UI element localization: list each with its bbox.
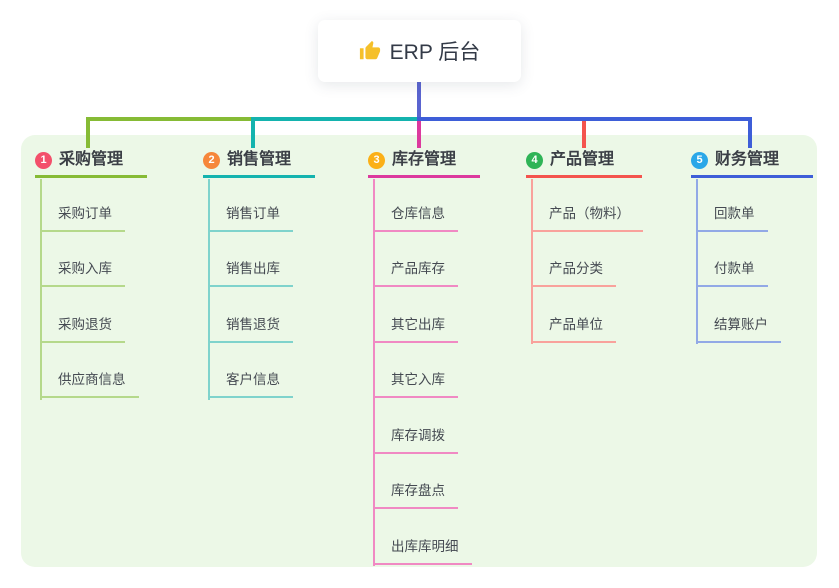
node-product-category[interactable]: 产品分类 [531, 261, 616, 287]
connector-drop-sales [251, 117, 255, 148]
node-sales-return[interactable]: 销售退货 [208, 317, 293, 343]
branch-finance[interactable]: 5 财务管理 [691, 151, 813, 178]
root-node-label: ERP 后台 [389, 41, 481, 64]
node-product-material[interactable]: 产品（物料） [531, 206, 643, 232]
branch-badge-2: 2 [203, 151, 220, 169]
branch-label-inventory: 库存管理 [392, 151, 457, 168]
connector-rail-finance [417, 117, 752, 121]
connector-root-drop [417, 82, 421, 121]
node-receipt-order[interactable]: 回款单 [696, 206, 768, 232]
branch-label-finance: 财务管理 [715, 151, 780, 168]
connector-spine-sales [208, 179, 210, 400]
connector-rail-sales [251, 117, 417, 121]
node-stock-check[interactable]: 库存盘点 [373, 483, 458, 509]
branch-inventory[interactable]: 3 库存管理 [368, 151, 480, 178]
node-purchase-inbound[interactable]: 采购入库 [40, 261, 125, 287]
branch-sales[interactable]: 2 销售管理 [203, 151, 315, 178]
node-warehouse-info[interactable]: 仓库信息 [373, 206, 458, 232]
thumbs-up-icon [359, 40, 381, 62]
node-purchase-order[interactable]: 采购订单 [40, 206, 125, 232]
node-other-inbound[interactable]: 其它入库 [373, 372, 458, 398]
node-purchase-return[interactable]: 采购退货 [40, 317, 125, 343]
branch-label-purchase: 采购管理 [59, 151, 124, 168]
node-other-outbound[interactable]: 其它出库 [373, 317, 458, 343]
branch-badge-5: 5 [691, 151, 708, 169]
connector-drop-finance [748, 117, 752, 148]
node-customer-info[interactable]: 客户信息 [208, 372, 293, 398]
branch-badge-4: 4 [526, 151, 543, 169]
connector-spine-product [531, 179, 533, 344]
connector-drop-purchase [86, 117, 90, 148]
branch-badge-1: 1 [35, 151, 52, 169]
node-payment-order[interactable]: 付款单 [696, 261, 768, 287]
node-sales-outbound[interactable]: 销售出库 [208, 261, 293, 287]
branch-badge-3: 3 [368, 151, 385, 169]
root-node-erp[interactable]: ERP 后台 [318, 20, 521, 82]
connector-drop-inventory [417, 121, 421, 148]
branch-purchase[interactable]: 1 采购管理 [35, 151, 147, 178]
connector-drop-product [582, 121, 586, 148]
node-supplier-info[interactable]: 供应商信息 [40, 372, 139, 398]
connector-spine-purchase [40, 179, 42, 400]
branch-label-product: 产品管理 [550, 151, 615, 168]
connector-spine-inventory [373, 179, 375, 566]
node-settlement-account[interactable]: 结算账户 [696, 317, 781, 343]
branches-background-panel [21, 135, 817, 567]
node-outbound-detail[interactable]: 出库库明细 [373, 539, 472, 565]
node-product-unit[interactable]: 产品单位 [531, 317, 616, 343]
thumbs-up-path [359, 40, 380, 60]
node-stock-transfer[interactable]: 库存调拨 [373, 428, 458, 454]
connector-rail-purchase [86, 117, 253, 121]
node-product-stock[interactable]: 产品库存 [373, 261, 458, 287]
connector-spine-finance [696, 179, 698, 344]
node-sales-order[interactable]: 销售订单 [208, 206, 293, 232]
branch-label-sales: 销售管理 [227, 151, 292, 168]
branch-product[interactable]: 4 产品管理 [526, 151, 642, 178]
